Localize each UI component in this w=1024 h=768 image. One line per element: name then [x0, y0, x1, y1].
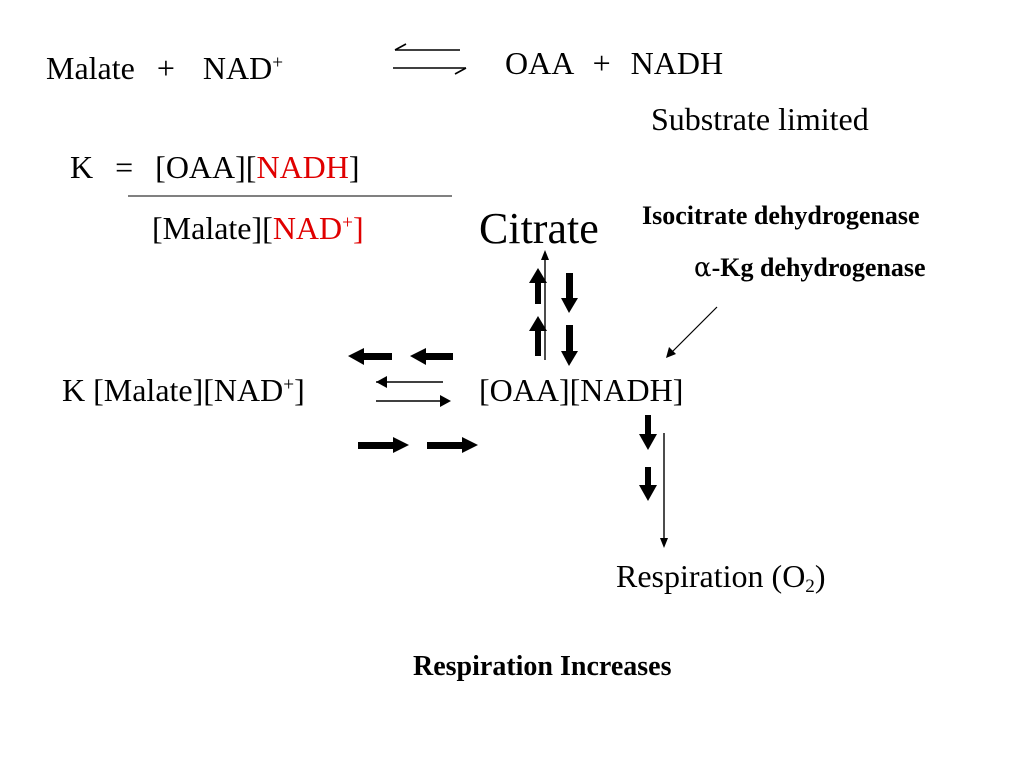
denominator-nad-charge: +: [342, 212, 353, 234]
bold-left-arrow-icon: [348, 348, 392, 365]
akg-text: -Kg dehydrogenase: [711, 253, 926, 282]
citrate-up-arrow-icon: [541, 250, 549, 360]
malate-close: ]: [294, 372, 305, 408]
k-symbol: K: [70, 149, 94, 185]
plus-sign-2: +: [592, 45, 611, 81]
bold-down-arrow-icon: [639, 415, 657, 450]
bold-right-arrow-icon: [358, 437, 409, 453]
isocitrate-dehydrogenase-label: Isocitrate dehydrogenase: [642, 201, 920, 230]
bold-up-arrow-icon: [529, 268, 547, 304]
bold-left-arrow-icon: [410, 348, 453, 365]
reactant-nad: NAD: [202, 50, 273, 86]
product-nadh: NADH: [630, 45, 724, 81]
numerator-close: ]: [348, 149, 360, 185]
bold-right-arrow-icon: [427, 437, 478, 453]
numerator-oaa: [OAA][: [155, 149, 257, 185]
reactant-malate: Malate: [46, 50, 135, 86]
denominator-malate: [Malate][: [152, 210, 273, 246]
respiration-label: Respiration (O2): [616, 558, 826, 596]
oxygen-subscript: 2: [805, 575, 815, 597]
citrate-label: Citrate: [479, 204, 599, 253]
product-oaa: OAA: [505, 45, 573, 81]
reaction-left: Malate + NAD+: [46, 52, 283, 84]
middle-equilibrium-arrows-icon: [376, 376, 451, 407]
respiration-text: Respiration (O: [616, 558, 806, 594]
equals-sign: =: [115, 149, 134, 185]
akg-dehydrogenase-label: α-Kg dehydrogenase: [694, 253, 926, 283]
reaction-right: OAA + NADH: [505, 47, 723, 79]
plus-sign: +: [156, 50, 175, 86]
oaa-nadh-term: [OAA][NADH]: [479, 372, 684, 408]
nad-charge: +: [272, 52, 284, 74]
malate-equilibrium-term: K [Malate][NAD+]: [62, 374, 305, 406]
top-equilibrium-arrows-icon: [393, 43, 467, 75]
malate-nad-charge: +: [283, 374, 295, 396]
alpha-symbol: α: [694, 253, 712, 283]
enzyme-pointer-arrow-icon: [666, 306, 718, 358]
bold-down-arrow-icon: [561, 325, 578, 366]
k-numerator: K = [OAA][NADH]: [70, 151, 360, 183]
k-denominator: [Malate][NAD+]: [152, 212, 364, 244]
substrate-limited-note: Substrate limited: [651, 101, 869, 137]
numerator-nadh: NADH: [256, 149, 349, 185]
respiration-increases-label: Respiration Increases: [413, 651, 672, 682]
denominator-nad: NAD: [272, 210, 343, 246]
denominator-close: ]: [352, 210, 364, 246]
malate-nad-text: K [Malate][NAD: [62, 372, 284, 408]
bold-down-arrow-icon: [561, 273, 578, 313]
respiration-close: ): [814, 558, 826, 594]
bold-up-arrow-icon: [529, 316, 547, 356]
bold-down-arrow-icon: [639, 467, 657, 501]
respiration-down-arrow-icon: [660, 433, 668, 548]
